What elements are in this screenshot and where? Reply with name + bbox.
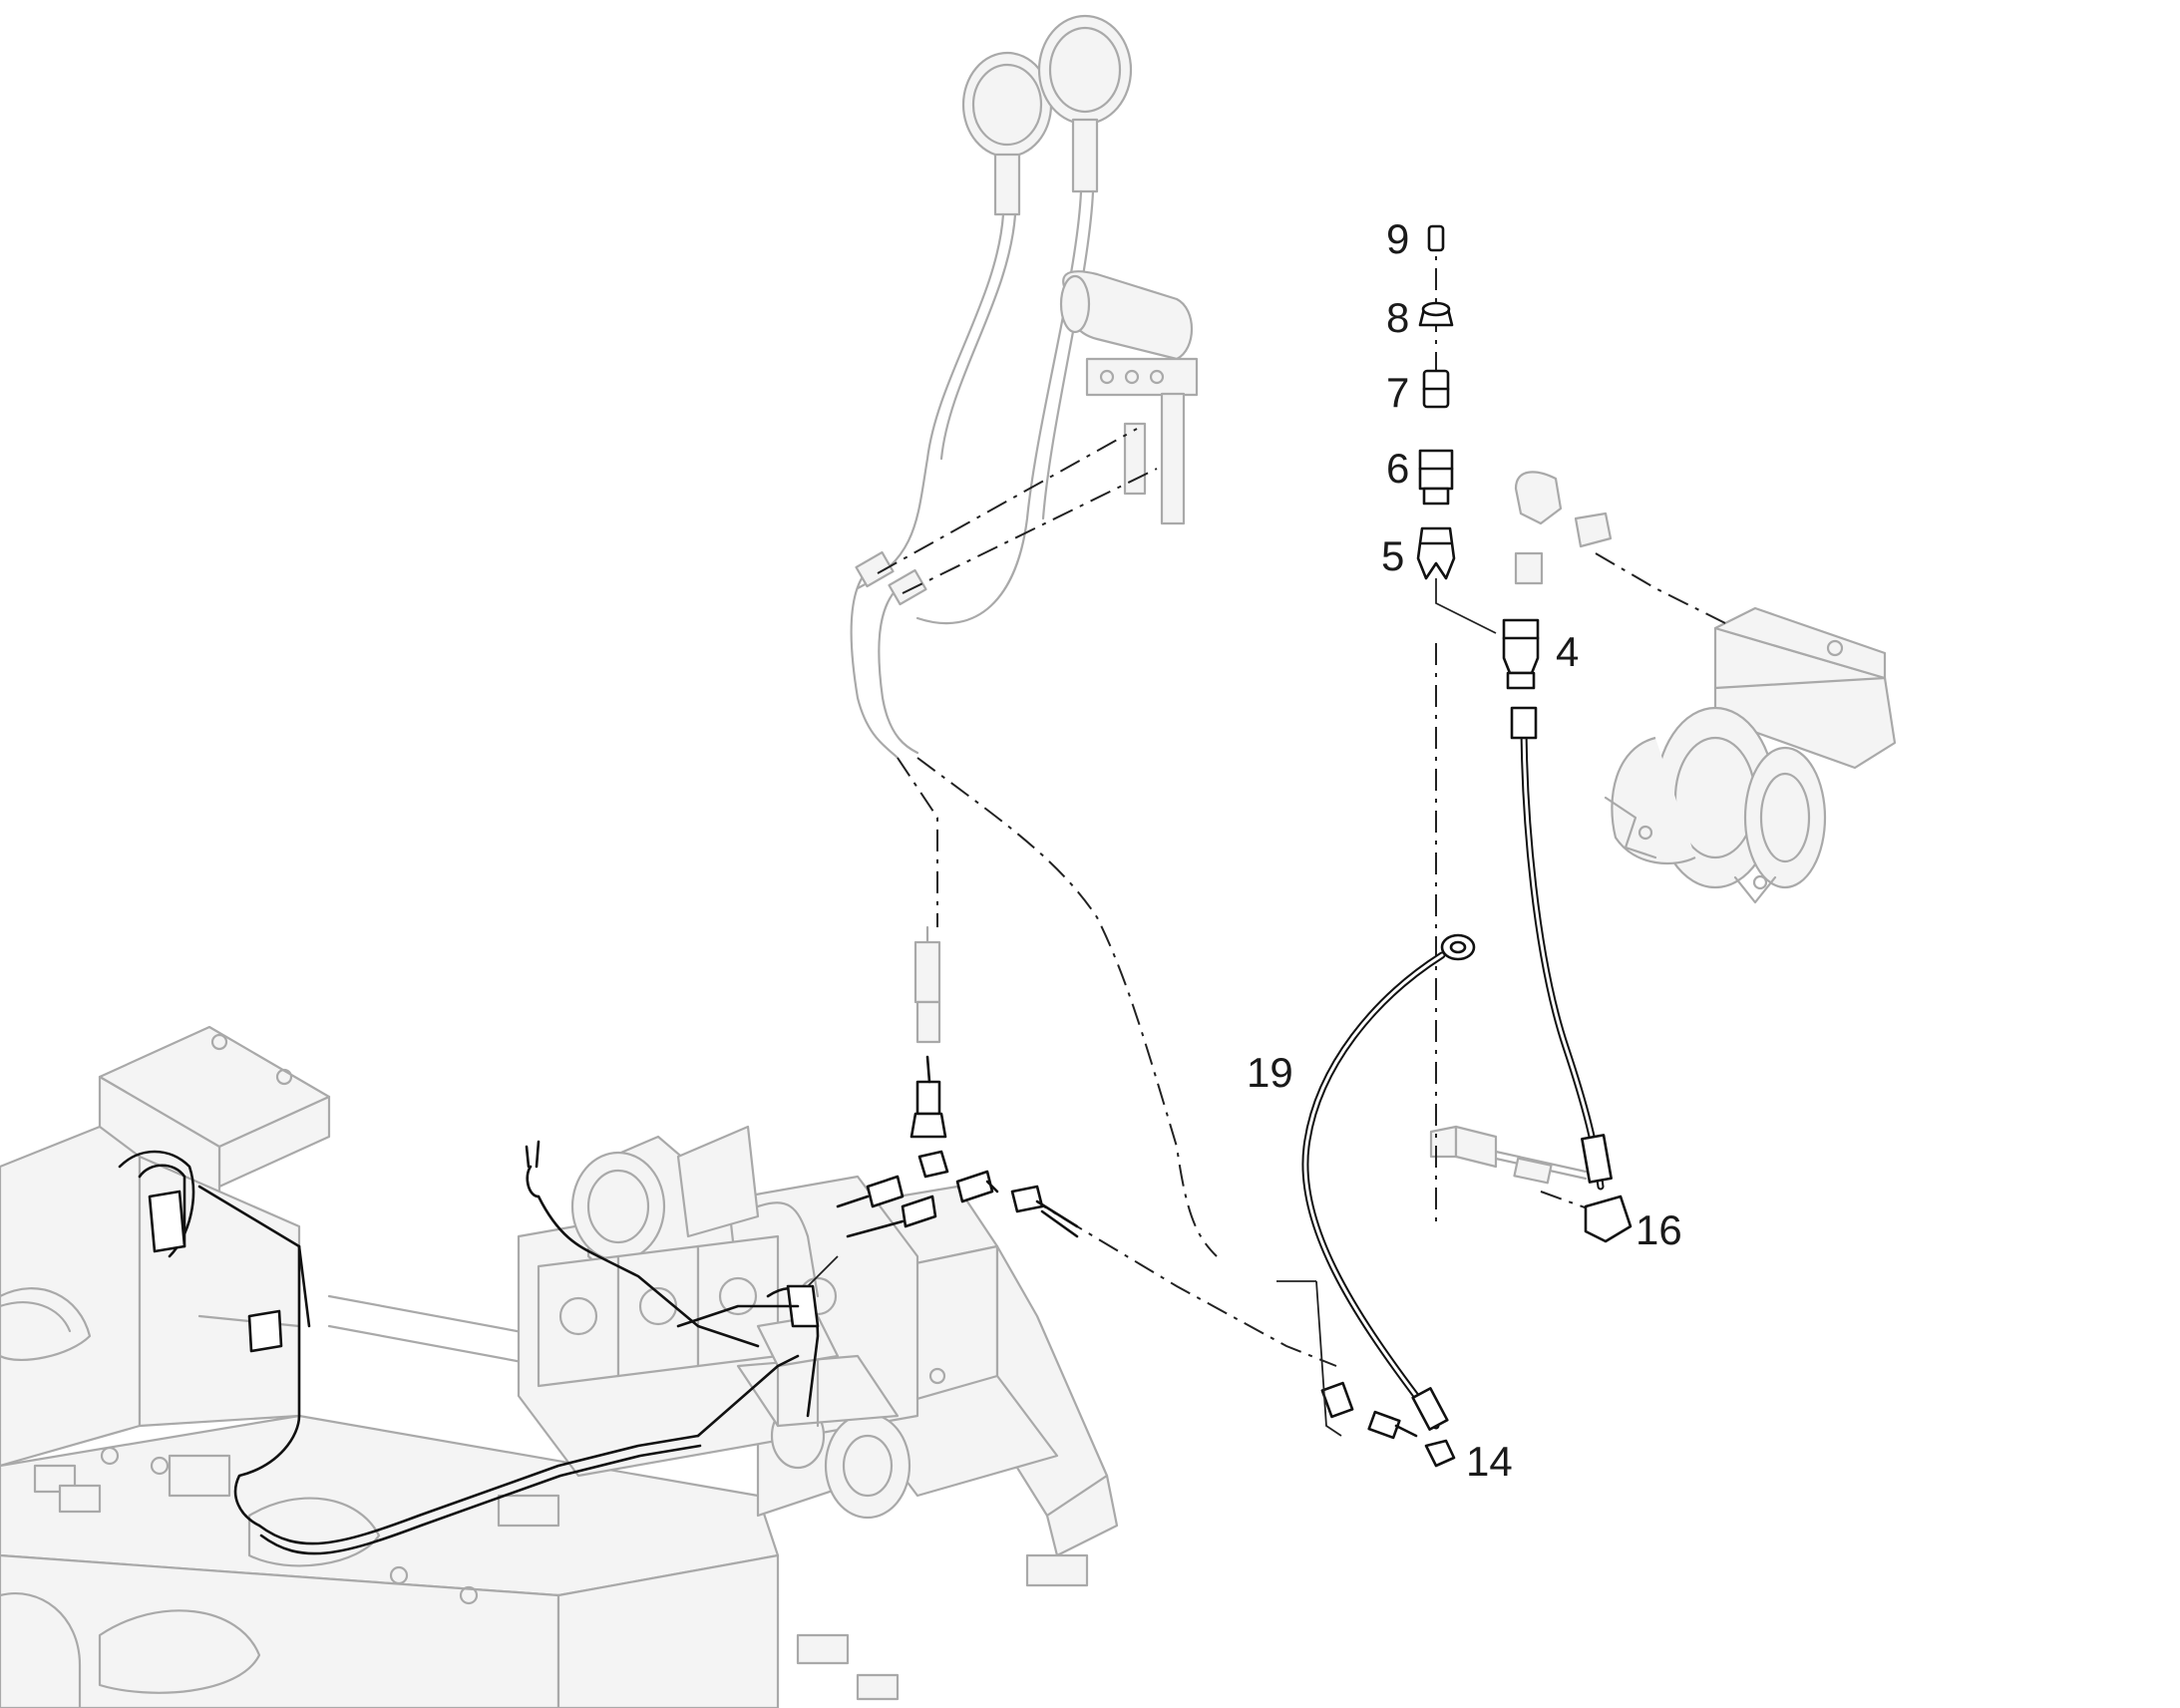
fitting-stack [1416,224,1613,690]
compressor-assembly [1604,606,1897,904]
leader-lines [807,1255,1342,1437]
machine-harness [118,1140,820,1555]
callout-6: 6 [1386,445,1409,492]
callout-19: 19 [1247,1049,1293,1096]
callout-9: 9 [1386,215,1409,262]
pressure-gauges-assembly [850,14,1199,1044]
hose-19 [1301,933,1476,1431]
hose-fittings [836,1055,1456,1468]
callout-16: 16 [1635,1206,1682,1253]
callout-labels: 9 8 7 6 5 4 19 16 14 [1247,215,1682,1485]
callout-8: 8 [1386,294,1409,341]
hose-16 [1510,706,1633,1243]
callout-7: 7 [1386,369,1409,416]
callout-5: 5 [1381,532,1404,579]
callout-4: 4 [1556,628,1579,675]
bracket-sensor [1429,1125,1588,1185]
routing-lines [877,226,1726,1367]
engine-block [517,1125,919,1520]
callout-14: 14 [1466,1438,1513,1485]
